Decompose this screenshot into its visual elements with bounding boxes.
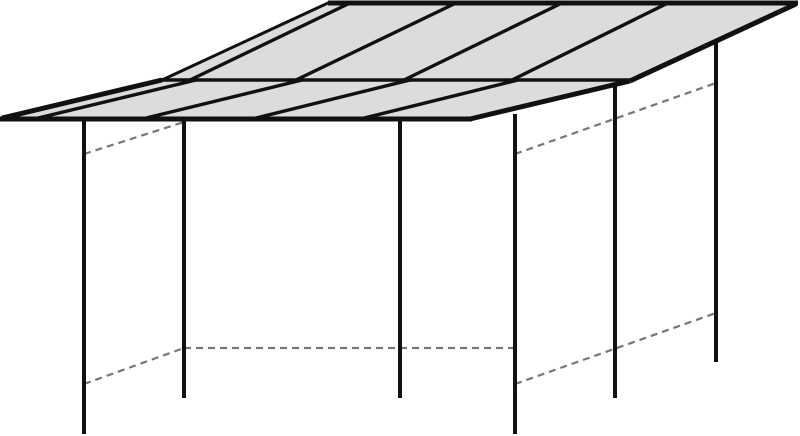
roof-valley-edge — [469, 78, 631, 122]
roof-rafter-upper-1 — [189, 1, 351, 82]
roof-left-edge — [1, 77, 163, 121]
hidden-line-front-bottom — [83, 346, 185, 386]
roof-rafter-upper-3 — [403, 1, 563, 82]
roof-rafter-upper-2 — [295, 1, 457, 82]
roof-rafter-lower-2 — [141, 78, 303, 121]
roof-rafter-lower-4 — [359, 78, 519, 121]
posts — [82, 42, 718, 434]
roof-rafter-lower-3 — [251, 78, 411, 121]
roof-rafter-upper-4 — [511, 1, 669, 82]
hidden-line-front-top — [83, 120, 185, 156]
roof-rafter-lower-1 — [33, 78, 197, 121]
roof-panel-lower — [1, 78, 631, 121]
hidden-lines — [83, 81, 717, 386]
roof — [0, 0, 798, 122]
roof-right-edge — [628, 1, 798, 84]
